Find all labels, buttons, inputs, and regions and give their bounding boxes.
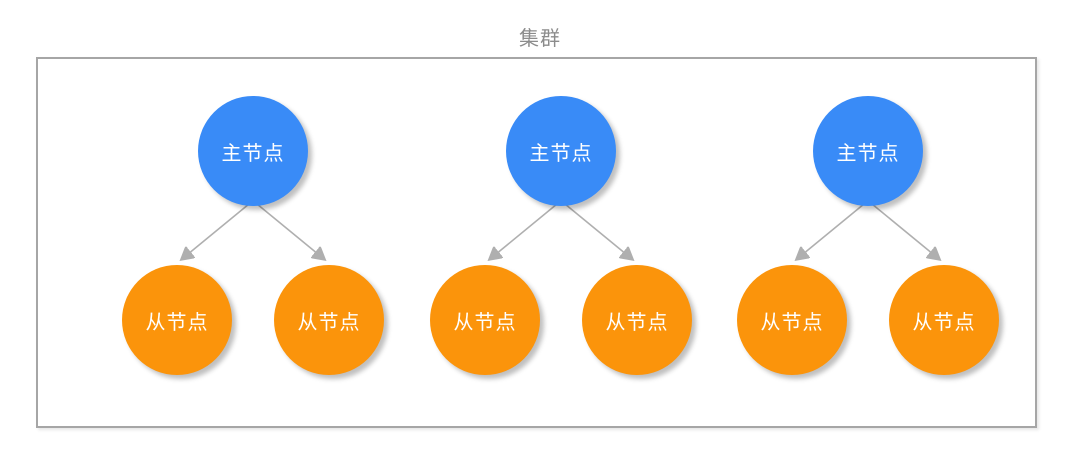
slave-node-label: 从节点 <box>760 311 824 334</box>
slave-node: 从节点 <box>122 265 232 375</box>
slave-node-label: 从节点 <box>145 311 209 334</box>
slave-node-label: 从节点 <box>453 311 517 334</box>
cluster-group-2: 主节点 从节点 从节点 <box>411 59 711 426</box>
master-node: 主节点 <box>198 96 308 206</box>
master-node: 主节点 <box>506 96 616 206</box>
master-node-label: 主节点 <box>836 142 900 165</box>
slave-node: 从节点 <box>274 265 384 375</box>
slave-node: 从节点 <box>737 265 847 375</box>
master-node-label: 主节点 <box>529 142 593 165</box>
master-node-label: 主节点 <box>221 142 285 165</box>
cluster-group-1: 主节点 从节点 从节点 <box>103 59 403 426</box>
slave-node: 从节点 <box>889 265 999 375</box>
slave-node: 从节点 <box>582 265 692 375</box>
slave-node-label: 从节点 <box>297 311 361 334</box>
cluster-group-3: 主节点 从节点 从节点 <box>718 59 1018 426</box>
cluster-box: 主节点 从节点 从节点 主节点 <box>36 57 1037 428</box>
slave-node: 从节点 <box>430 265 540 375</box>
slave-node-label: 从节点 <box>605 311 669 334</box>
cluster-title: 集群 <box>519 28 561 50</box>
slave-node-label: 从节点 <box>912 311 976 334</box>
master-node: 主节点 <box>813 96 923 206</box>
